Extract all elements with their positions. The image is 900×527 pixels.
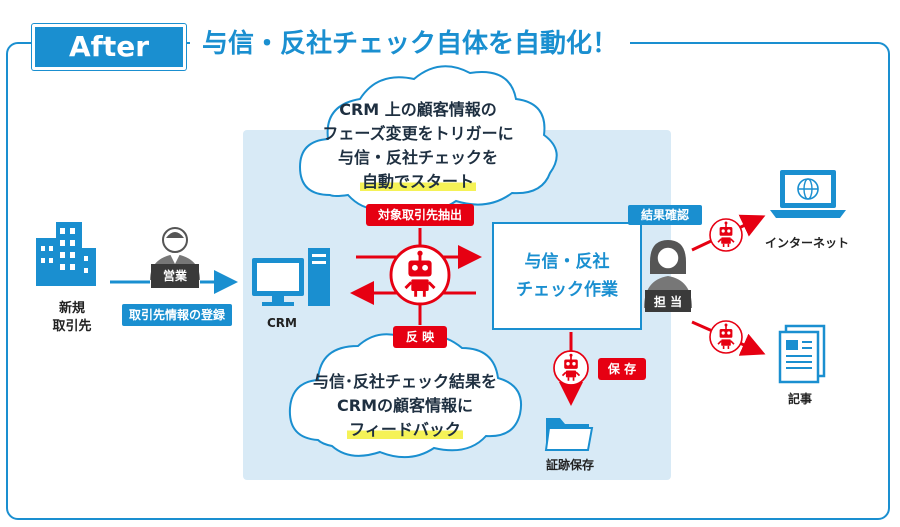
crm-computer-icon [252,248,330,306]
register-client-tag: 取引先情報の登録 [122,304,232,326]
crm-label: CRM [267,316,297,330]
save-tag: 保 存 [598,358,646,380]
building-icon [36,222,96,286]
diagram-title: 与信・反社チェック自体を自動化！ [190,24,631,64]
articles-label: 記事 [787,392,812,406]
reflect-tag: 反 映 [393,326,447,348]
cloud-top-text: CRM 上の顧客情報の フェーズ変更をトリガーに 与信・反社チェックを 自動でス… [322,100,514,191]
robot-article-icon [709,320,743,354]
highlight-auto-start: 自動でスタート [359,172,476,191]
laptop-globe-icon [770,170,846,218]
robot-internet-icon [709,218,743,252]
staff-badge: 担 当 [653,295,683,309]
folder-icon [544,418,594,451]
robot-save-icon [553,350,589,386]
article-icon [778,324,826,384]
robot-main-icon [389,244,451,306]
staff-person-icon [644,240,692,312]
internet-label: インターネット [764,236,849,250]
highlight-feedback: フィードバック [347,420,463,439]
storage-label: 証跡保存 [545,458,594,472]
after-badge: After [32,24,186,70]
confirm-result-tag: 結果確認 [628,205,702,225]
sales-badge: 営業 [162,269,187,283]
cloud-bottom-text: 与信･反社チェック結果を CRMの顧客情報に フィードバック [312,372,497,439]
new-client-label: 新規 取引先 [52,301,92,334]
check-task-box: 与信・反社 チェック作業 [492,222,642,330]
extract-tag: 対象取引先抽出 [366,204,474,226]
sales-person-icon [150,227,200,288]
